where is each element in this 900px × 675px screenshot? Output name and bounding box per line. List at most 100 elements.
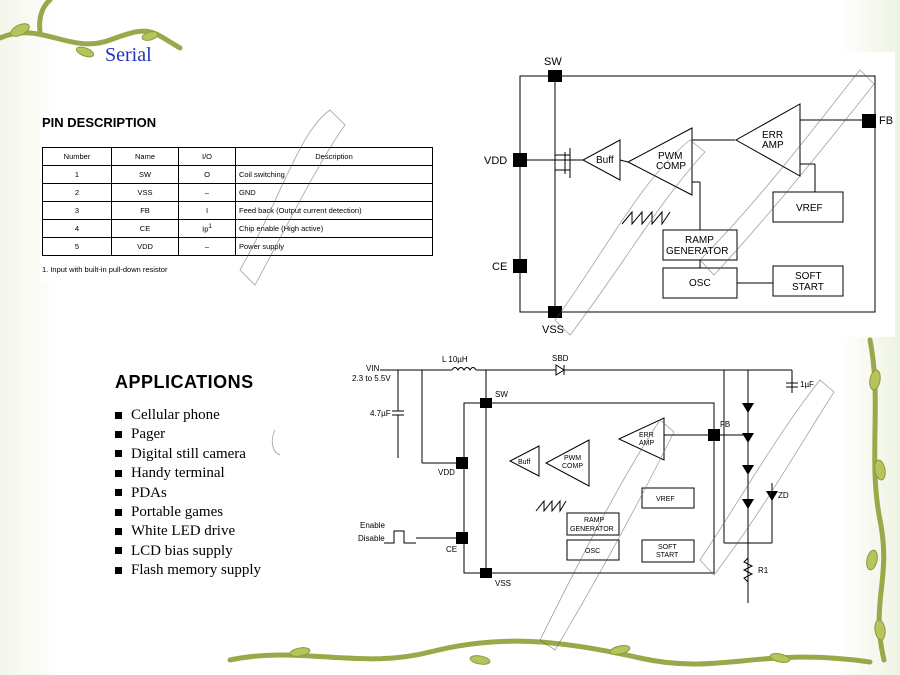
- circuit-err-label-1: ERR: [639, 432, 654, 439]
- list-item: LCD bias supply: [112, 542, 261, 561]
- bullet-icon: [115, 469, 122, 477]
- circuit-vss-label: VSS: [495, 579, 511, 588]
- list-item: Cellular phone: [112, 406, 261, 425]
- sbd-label: SBD: [552, 354, 569, 363]
- circuit-fb-label: FB: [720, 420, 730, 429]
- sbd-diode: [555, 364, 565, 376]
- vss-label: VSS: [542, 324, 564, 336]
- bullet-icon: [115, 527, 122, 535]
- pin-name: SW: [111, 165, 179, 184]
- slide-title: Serial: [105, 44, 152, 66]
- application-label: White LED drive: [131, 523, 236, 540]
- pwm-comp-label-2: COMP: [656, 161, 686, 172]
- circuit-err-label-2: AMP: [639, 440, 655, 447]
- bullet-icon: [115, 508, 122, 516]
- pin-number: 4: [42, 219, 112, 238]
- vin-label: VIN: [366, 364, 380, 373]
- ce-label: CE: [492, 261, 507, 273]
- bullet-icon: [115, 450, 122, 458]
- table-row: 3 FB I Feed back (Output current detecti…: [42, 201, 433, 220]
- pin-number: 2: [42, 183, 112, 202]
- block-diagram: SW FB VDD CE VSS Buff PWM COMP ERR AMP V…: [470, 52, 895, 337]
- soft-start-label-1: SOFT: [795, 271, 822, 282]
- inductor: [451, 367, 477, 371]
- led-icon: [742, 403, 754, 413]
- application-label: Portable games: [131, 503, 224, 520]
- list-item: White LED drive: [112, 522, 261, 541]
- pin-description: Chip enable (High active): [235, 219, 433, 238]
- list-item: Handy terminal: [112, 464, 261, 483]
- pin-io: Ip1: [178, 219, 236, 238]
- cap-in-label: 4.7µF: [370, 409, 391, 418]
- table-row: 2 VSS – GND: [42, 183, 433, 202]
- enable-label: Enable: [360, 521, 385, 530]
- circuit-buff: [508, 445, 540, 477]
- pin-name: FB: [111, 201, 179, 220]
- zener-icon: [766, 491, 778, 501]
- table-row: 5 VDD – Power supply: [42, 237, 433, 256]
- ce-pin: [513, 259, 527, 273]
- pin-number: 1: [42, 165, 112, 184]
- err-amp-label-2: AMP: [762, 140, 784, 151]
- chip-outline: [519, 75, 876, 313]
- led-icon: [742, 499, 754, 509]
- pin-number: 5: [42, 237, 112, 256]
- column-header-number: Number: [42, 147, 112, 166]
- circuit-sw-pin: [480, 398, 492, 408]
- pin-io: –: [178, 237, 236, 256]
- circuit-fb-pin: [708, 429, 720, 441]
- circuit-soft-label-1: SOFT: [658, 544, 677, 551]
- zener-label: ZD: [778, 491, 789, 500]
- circuit-err-amp: [617, 417, 665, 461]
- column-header-io: I/O: [178, 147, 236, 166]
- buff-label: Buff: [596, 155, 614, 166]
- applications-section: APPLICATIONS Cellular phone Pager Digita…: [112, 370, 332, 600]
- pin-name: VDD: [111, 237, 179, 256]
- pin-io: I: [178, 201, 236, 220]
- fb-label: FB: [879, 115, 893, 127]
- list-item: Portable games: [112, 503, 261, 522]
- table-row: 1 SW O Coil switching: [42, 165, 433, 184]
- bullet-icon: [115, 411, 122, 419]
- r1-label: R1: [758, 566, 769, 575]
- bullet-icon: [115, 430, 122, 438]
- circuit-ramp-label-1: RAMP: [584, 517, 605, 524]
- circuit-vdd-pin: [456, 457, 468, 469]
- pin-description: GND: [235, 183, 433, 202]
- pin-number: 3: [42, 201, 112, 220]
- list-item: Flash memory supply: [112, 561, 261, 580]
- led-icon: [742, 465, 754, 475]
- block-diagram-svg: SW FB VDD CE VSS Buff PWM COMP ERR AMP V…: [484, 56, 893, 336]
- applications-heading: APPLICATIONS: [115, 372, 254, 392]
- vin-range-label: 2.3 to 5.5V: [352, 374, 391, 383]
- osc-label: OSC: [689, 278, 711, 289]
- application-label: Handy terminal: [131, 465, 225, 482]
- pin-description: Feed back (Output current detection): [235, 201, 433, 220]
- pin-io-value: Ip: [202, 224, 209, 234]
- application-label: PDAs: [131, 484, 167, 501]
- vref-label: VREF: [796, 203, 823, 214]
- pin-footnote: 1. Input with built-in pull-down resisto…: [42, 265, 168, 274]
- pin-description: Power supply: [235, 237, 433, 256]
- pin-description-table: Number Name I/O Description 1 SW O Coil …: [42, 147, 433, 256]
- circuit-vss-pin: [480, 568, 492, 578]
- bullet-icon: [115, 566, 122, 574]
- cap-out-label: 1µF: [800, 380, 814, 389]
- application-label: Pager: [131, 426, 166, 443]
- pin-description: Coil switching: [235, 165, 433, 184]
- application-label: Cellular phone: [131, 407, 220, 423]
- circuit-osc-label: OSC: [585, 548, 600, 555]
- pin-description-section: PIN DESCRIPTION Number Name I/O Descript…: [40, 112, 450, 282]
- table-header-row: Number Name I/O Description: [42, 147, 433, 166]
- pin-io-footnote-mark: 1: [208, 223, 212, 231]
- application-label: Flash memory supply: [131, 562, 261, 579]
- circuit-sw-label: SW: [495, 390, 508, 399]
- bullet-icon: [115, 547, 122, 555]
- led-icon: [742, 433, 754, 443]
- pin-io: O: [178, 165, 236, 184]
- list-item: PDAs: [112, 484, 261, 503]
- vdd-pin: [513, 153, 527, 167]
- circuit-pwm-label-1: PWM: [564, 455, 581, 462]
- circuit-pwm-label-2: COMP: [562, 463, 583, 470]
